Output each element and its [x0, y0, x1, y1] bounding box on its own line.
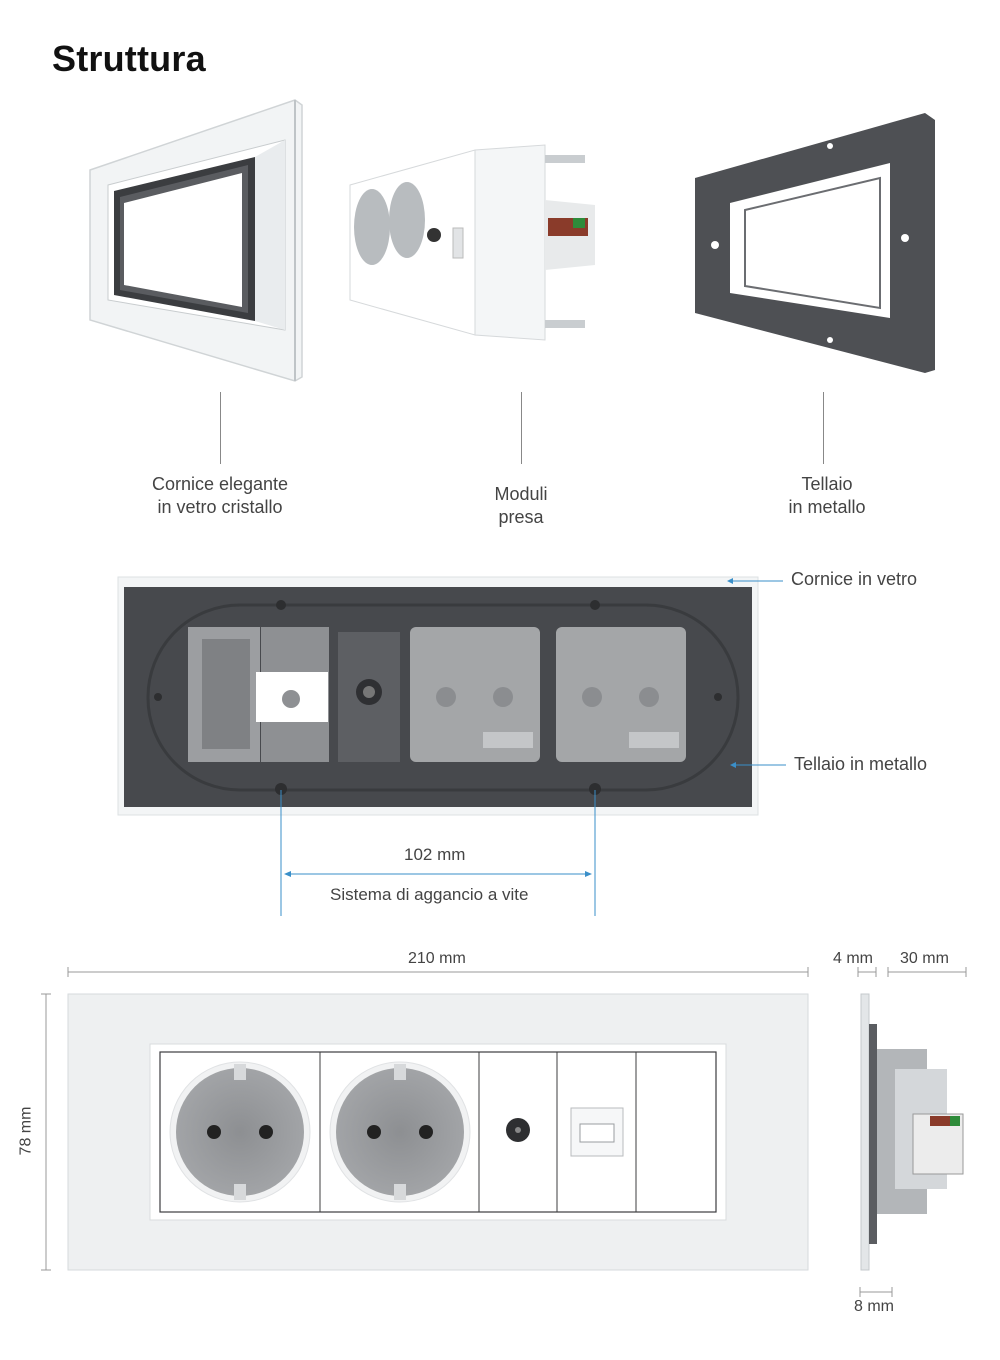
front-panel-view	[67, 993, 809, 1271]
connector-line	[220, 392, 221, 464]
side-profile-view	[860, 993, 964, 1271]
side-offset-dimension-line	[859, 1287, 893, 1297]
width-dimension-line	[67, 967, 809, 977]
page-title: Struttura	[52, 38, 206, 79]
caption-glass-frame: Cornice elegante in vetro cristallo	[151, 474, 289, 517]
screw-system-label: Sistema di aggancio a vite	[330, 885, 529, 904]
depth-value: 30 mm	[900, 950, 949, 967]
callout-glass-frame: Cornice in vetro	[791, 569, 918, 589]
rear-assembly-view	[117, 576, 759, 816]
callout-metal-arrow	[730, 762, 786, 768]
glass-frame-illustration	[89, 99, 303, 382]
side-offset-value: 8 mm	[854, 1298, 894, 1315]
connector-line	[521, 392, 522, 464]
socket-modules-illustration	[349, 144, 595, 341]
callout-metal-frame: Tellaio in metallo	[794, 754, 928, 774]
metal-frame-illustration	[695, 113, 935, 373]
width-value: 210 mm	[408, 950, 466, 967]
caption-socket-modules: Moduli presa	[494, 484, 548, 527]
height-dimension-line	[41, 993, 51, 1271]
side-dimension-lines	[857, 967, 967, 977]
connector-line	[823, 392, 824, 464]
height-value: 78 mm	[17, 1106, 35, 1156]
glass-thickness-value: 4 mm	[833, 950, 873, 967]
caption-metal-frame: Tellaio in metallo	[788, 474, 866, 517]
screw-distance-lines	[280, 790, 596, 916]
callout-glass-arrow	[727, 578, 783, 584]
screw-distance-value: 102 mm	[404, 845, 466, 864]
